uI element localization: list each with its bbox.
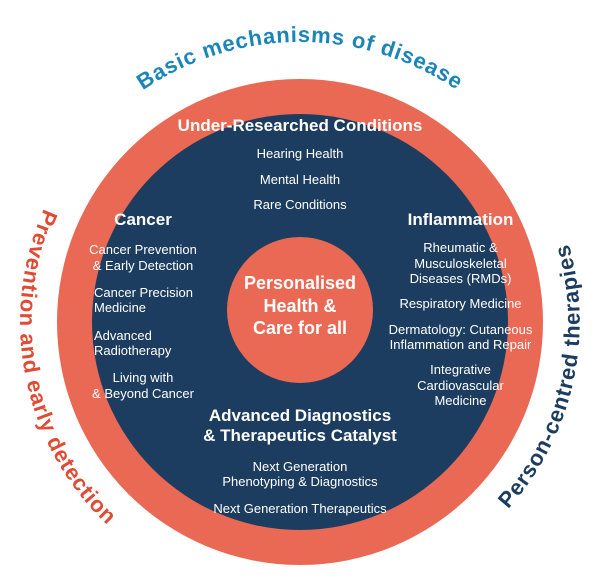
section-title-advanced-diagnostics: Advanced Diagnostics & Therapeutics Cata… (203, 406, 397, 446)
section-advanced-diagnostics: Advanced Diagnostics & Therapeutics Cata… (0, 406, 600, 517)
section-under-researched-conditions: Under-Researched Conditions Hearing Heal… (0, 116, 600, 212)
theme-item-mental-health: Mental Health (259, 171, 341, 187)
theme-item-hearing-health: Hearing Health (256, 146, 344, 162)
theme-item-next-gen-phenotyping: Next Generation Phenotyping & Diagnostic… (222, 458, 378, 490)
theme-item-rmds: Rheumatic & Musculoskeletal Diseases (RM… (409, 240, 512, 287)
section-title-inflammation: Inflammation (407, 210, 514, 229)
section-title-cancer: Cancer (114, 210, 172, 229)
theme-item-cancer-prevention: Cancer Prevention & Early Detection (89, 242, 197, 273)
theme-item-rare-conditions: Rare Conditions (253, 197, 347, 213)
center-coral-circle (227, 237, 373, 383)
theme-item-next-gen-therapeutics: Next Generation Therapeutics (213, 501, 387, 517)
section-title-under-researched: Under-Researched Conditions (177, 116, 423, 135)
theme-item-cardiovascular-medicine: Integrative Cardiovascular Medicine (417, 362, 504, 409)
section-cancer: Cancer Cancer Prevention & Early Detecti… (58, 210, 228, 401)
center-mission-label: Personalised Health & Care for all (243, 273, 357, 339)
section-inflammation: Inflammation Rheumatic & Musculoskeletal… (368, 210, 553, 408)
theme-item-respiratory-medicine: Respiratory Medicine (399, 296, 522, 312)
theme-item-living-with-beyond-cancer: Living with & Beyond Cancer (92, 370, 194, 401)
theme-item-cancer-precision-medicine: Cancer Precision Medicine (94, 285, 193, 316)
theme-item-dermatology: Dermatology: Cutaneous Inflammation and … (388, 321, 533, 353)
theme-item-advanced-radiotherapy: Advanced Radiotherapy (94, 327, 172, 359)
